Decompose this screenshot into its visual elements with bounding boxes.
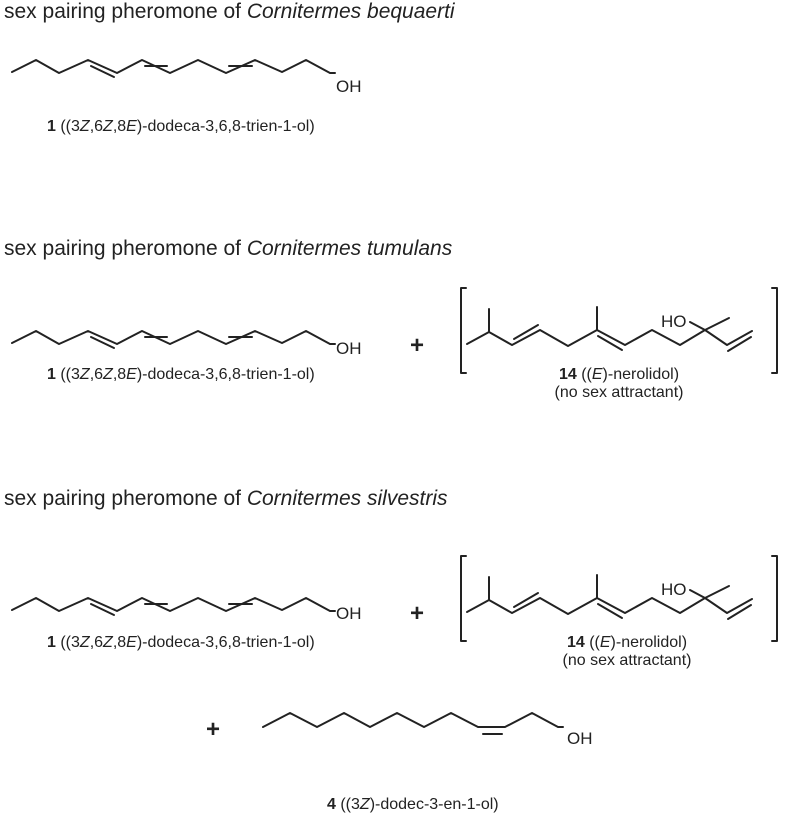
heading-prefix: sex pairing pheromone of xyxy=(4,487,247,510)
compound-1-caption: 1 ((3Z,6Z,8E)-dodeca-3,6,8-trien-1-ol) xyxy=(47,118,315,135)
compound-14-structure: HO xyxy=(460,555,778,642)
compound-1-structure: OH xyxy=(11,597,362,623)
compound-14-caption: 14 ((E)-nerolidol) (no sex attractant) xyxy=(527,634,727,670)
heading-prefix: sex pairing pheromone of xyxy=(4,237,247,260)
species-name: Cornitermes silvestris xyxy=(246,487,448,510)
compound-note: (no sex attractant) xyxy=(554,384,684,401)
compound-4-structure: OH xyxy=(262,712,593,748)
compound-14-structure: HO xyxy=(460,287,778,374)
plus-sign: + xyxy=(410,600,425,627)
compound-4-caption: 4 ((3Z)-dodec-3-en-1-ol) xyxy=(327,796,499,813)
hydroxyl-label: OH xyxy=(336,339,362,358)
species-name: Cornitermes bequaerti xyxy=(246,0,455,23)
compound-1-caption: 1 ((3Z,6Z,8E)-dodeca-3,6,8-trien-1-ol) xyxy=(47,634,315,651)
hydroxyl-label: HO xyxy=(661,312,687,331)
section-2-heading: sex pairing pheromone of Cornitermes tum… xyxy=(4,237,452,261)
hydroxyl-label: HO xyxy=(661,580,687,599)
compound-1-structure: OH xyxy=(11,330,362,358)
species-name: Cornitermes tumulans xyxy=(246,237,453,260)
compound-note: (no sex attractant) xyxy=(562,652,692,669)
heading-prefix: sex pairing pheromone of xyxy=(4,0,247,23)
hydroxyl-label: OH xyxy=(567,729,593,748)
plus-sign: + xyxy=(206,716,221,743)
section-3-heading: sex pairing pheromone of Cornitermes sil… xyxy=(4,487,448,511)
section-1-heading: sex pairing pheromone of Cornitermes beq… xyxy=(4,0,455,24)
compound-1-structure: OH xyxy=(11,59,362,96)
plus-sign: + xyxy=(410,332,425,359)
hydroxyl-label: OH xyxy=(336,604,362,623)
compound-14-caption: 14 ((E)-nerolidol) (no sex attractant) xyxy=(519,366,719,402)
hydroxyl-label: OH xyxy=(336,77,362,96)
compound-1-caption: 1 ((3Z,6Z,8E)-dodeca-3,6,8-trien-1-ol) xyxy=(47,366,315,383)
